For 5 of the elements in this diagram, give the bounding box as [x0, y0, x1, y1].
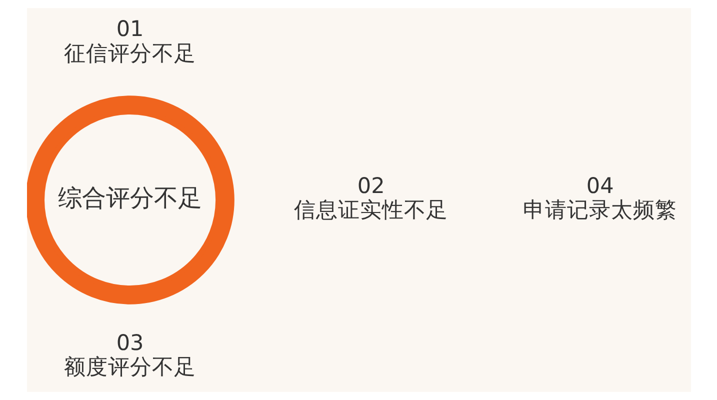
node-text: 02 信息证实性不足 [294, 174, 448, 224]
node-text: 04 申请记录太频繁 [522, 174, 677, 224]
node-circle: 综合评分不足 [26, 96, 234, 304]
node-text: 01 征信评分不足 [64, 17, 196, 66]
node-text: 03 额度评分不足 [64, 330, 196, 380]
